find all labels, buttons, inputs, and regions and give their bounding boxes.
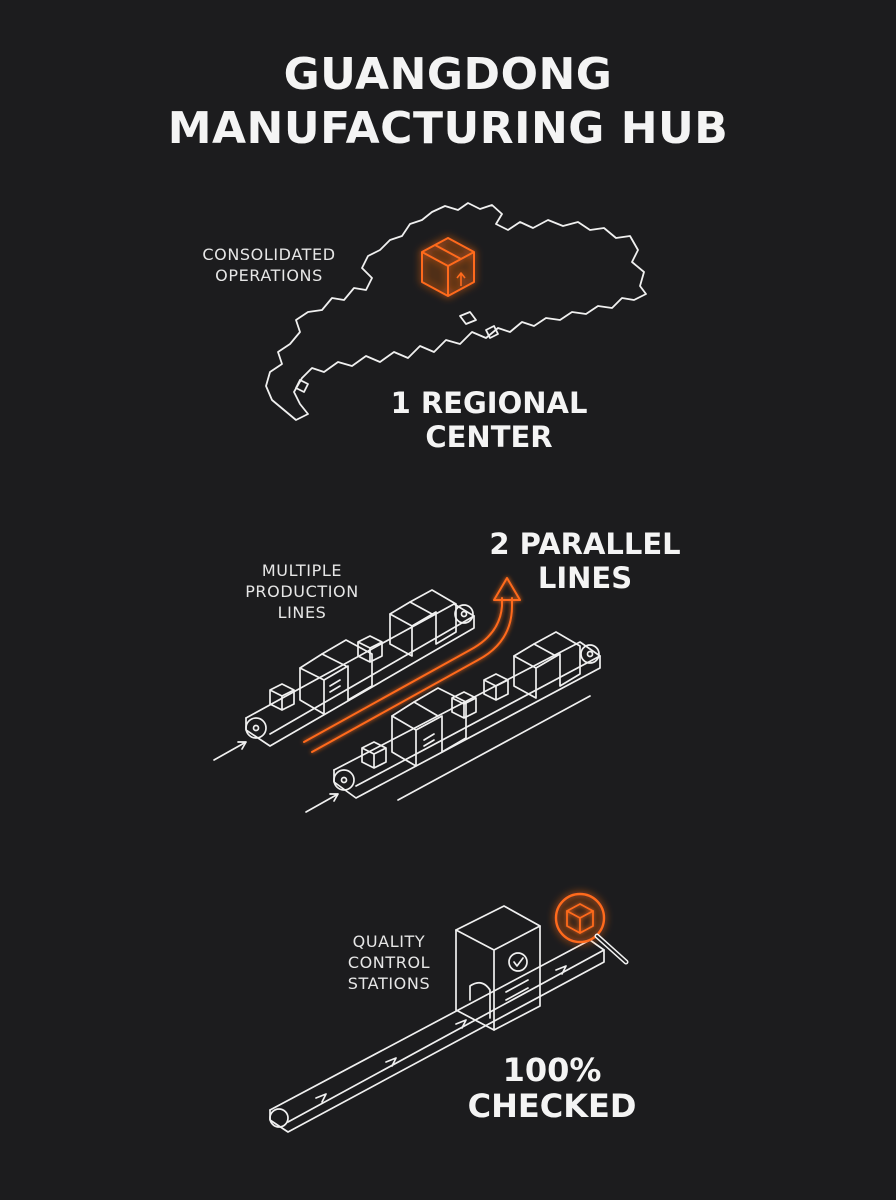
stat-line: 2 PARALLEL — [489, 527, 681, 561]
label-line: QUALITY — [352, 932, 426, 951]
checked-stat: 100% CHECKED — [442, 1052, 662, 1124]
inspection-gate-icon — [269, 905, 605, 1133]
consolidated-operations-label: CONSOLIDATED OPERATIONS — [184, 244, 354, 286]
label-line: CONTROL — [347, 953, 431, 972]
title-line-1: GUANGDONG — [283, 49, 613, 100]
province-map-icon — [265, 202, 647, 421]
production-lines-label: MULTIPLE PRODUCTION LINES — [222, 560, 382, 623]
stat-line: 1 REGIONAL — [390, 386, 588, 420]
stat-line: LINES — [537, 561, 633, 595]
parallel-lines-stat: 2 PARALLEL LINES — [462, 527, 708, 595]
label-line: PRODUCTION — [245, 582, 359, 601]
stat-line: CHECKED — [467, 1087, 637, 1125]
stat-line: CENTER — [425, 420, 553, 454]
stat-line: 100% — [502, 1051, 602, 1089]
upward-arrow-icon — [303, 577, 521, 753]
quality-control-label: QUALITY CONTROL STATIONS — [326, 931, 452, 994]
label-line: CONSOLIDATED — [202, 245, 336, 264]
regional-center-stat: 1 REGIONAL CENTER — [366, 386, 612, 454]
title-line-2: MANUFACTURING HUB — [167, 103, 729, 154]
label-line: STATIONS — [347, 974, 431, 993]
package-box-icon — [421, 237, 475, 297]
magnifier-box-icon — [554, 892, 629, 965]
label-line: OPERATIONS — [215, 266, 323, 285]
conveyor-belt-icon — [213, 589, 601, 813]
label-line: MULTIPLE — [261, 561, 343, 580]
page-title: GUANGDONG MANUFACTURING HUB — [0, 48, 896, 156]
label-line: LINES — [277, 603, 327, 622]
